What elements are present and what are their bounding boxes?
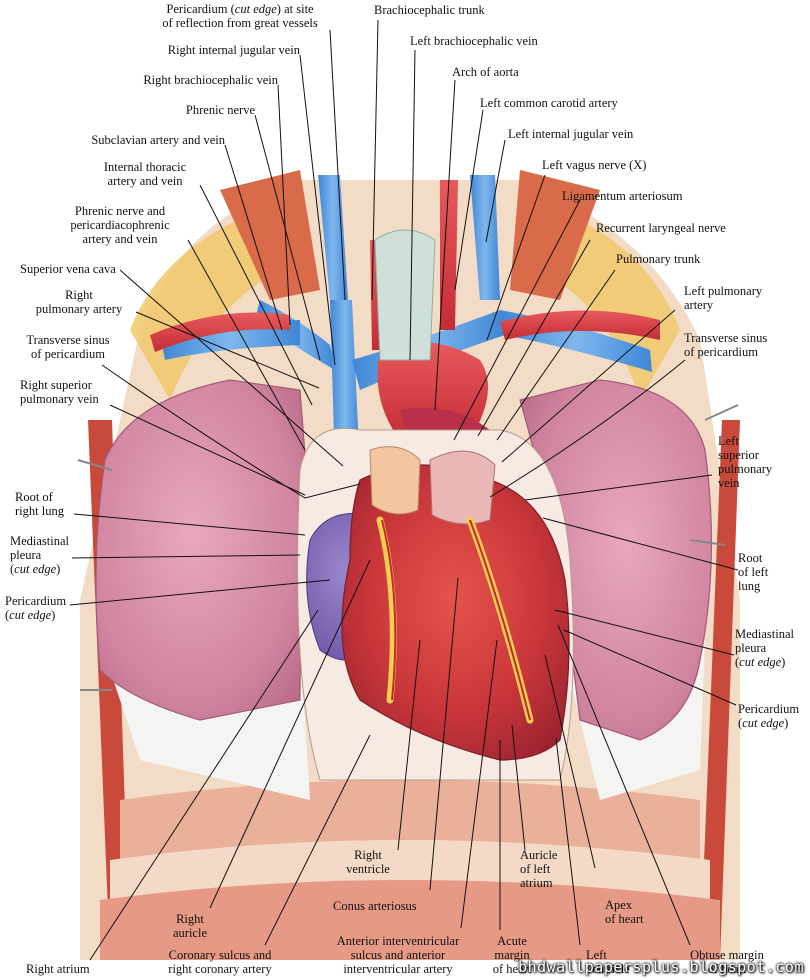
label-coronary-sulcus: Coronary sulcus and right coronary arter…	[168, 948, 272, 976]
cut-edge-italic: cut edge	[9, 608, 52, 622]
label-apex-of-heart: Apex of heart	[605, 898, 644, 926]
label-right-ventricle: Right ventricle	[346, 848, 390, 876]
label-pulmonary-trunk: Pulmonary trunk	[616, 252, 701, 266]
label-pericardium-top: Pericardium (cut edge) at site of reflec…	[162, 2, 318, 30]
label-right-superior-pulmonary-vein: Right superior pulmonary vein	[20, 378, 99, 406]
label-internal-thoracic: Internal thoracic artery and vein	[103, 160, 187, 188]
label-left-vagus: Left vagus nerve (X)	[542, 158, 647, 172]
label-recurrent-laryngeal: Recurrent laryngeal nerve	[596, 221, 726, 235]
label-pericardium-left: Pericardium (cut edge)	[738, 702, 800, 730]
label-arch-of-aorta: Arch of aorta	[452, 65, 519, 79]
label-root-right-lung: Root of right lung	[15, 490, 64, 518]
label-root-left-lung: Root of left lung	[738, 551, 769, 593]
label-pericardium-right: Pericardium (cut edge)	[5, 594, 67, 622]
label-auricle-left-atrium: Auricle of left atrium	[520, 848, 558, 890]
label-ligamentum-arteriosum: Ligamentum arteriosum	[562, 189, 683, 203]
label-mediastinal-pleura-left: Mediastinal pleura (cut edge)	[735, 627, 795, 669]
label-conus-arteriosus: Conus arteriosus	[333, 899, 417, 913]
label-right-atrium: Right atrium	[26, 962, 90, 976]
aortic-root	[369, 446, 421, 515]
label-anterior-interventricular: Anterior interventricular sulcus and ant…	[336, 934, 460, 976]
label-right-brachiocephalic-vein: Right brachiocephalic vein	[143, 73, 278, 87]
cut-edge-italic: cut edge	[234, 2, 277, 16]
label-transverse-sinus-right: Transverse sinus of pericardium	[26, 333, 110, 361]
label-mediastinal-pleura-right: Mediastinal pleura (cut edge)	[10, 534, 70, 576]
cut-edge-italic: cut edge	[739, 655, 782, 669]
coronary-vessels	[381, 519, 531, 721]
label-left-ventricle: Left ventricle	[586, 948, 630, 976]
cut-edge-italic: cut edge	[14, 562, 57, 576]
watermark: bhdwallpapersplus.blogspot.com	[518, 958, 804, 976]
label-left-common-carotid: Left common carotid artery	[480, 96, 618, 110]
label-left-internal-jugular: Left internal jugular vein	[508, 127, 634, 141]
label-transverse-sinus-left: Transverse sinus of pericardium	[684, 331, 768, 359]
label-left-superior-pulmonary-vein: Left superior pulmonary vein	[718, 434, 773, 490]
label-superior-vena-cava: Superior vena cava	[20, 262, 116, 276]
label-right-internal-jugular: Right internal jugular vein	[167, 43, 300, 57]
pulmonary-trunk-shape	[429, 450, 496, 525]
label-obtuse-margin: Obtuse margin of heart	[690, 948, 764, 976]
label-phrenic-pericardiacophrenic: Phrenic nerve and pericardiacophrenic ar…	[70, 204, 170, 246]
label-subclavian: Subclavian artery and vein	[91, 133, 225, 147]
label-left-brachiocephalic-vein: Left brachiocephalic vein	[410, 34, 538, 48]
label-acute-margin: Acute margin of heart	[492, 934, 532, 976]
label-right-pulmonary-artery: Right pulmonary artery	[35, 288, 123, 316]
heart	[341, 464, 570, 761]
label-brachiocephalic-trunk: Brachiocephalic trunk	[374, 3, 485, 17]
label-phrenic-nerve: Phrenic nerve	[185, 103, 255, 117]
right-lung	[95, 379, 311, 721]
retractor-hooks	[77, 404, 739, 691]
label-right-auricle: Right auricle	[172, 912, 207, 940]
trachea	[374, 229, 436, 361]
leader-lines	[69, 19, 739, 961]
label-left-pulmonary-artery: Left pulmonary artery	[684, 284, 763, 312]
cut-edge-italic: cut edge	[742, 716, 785, 730]
